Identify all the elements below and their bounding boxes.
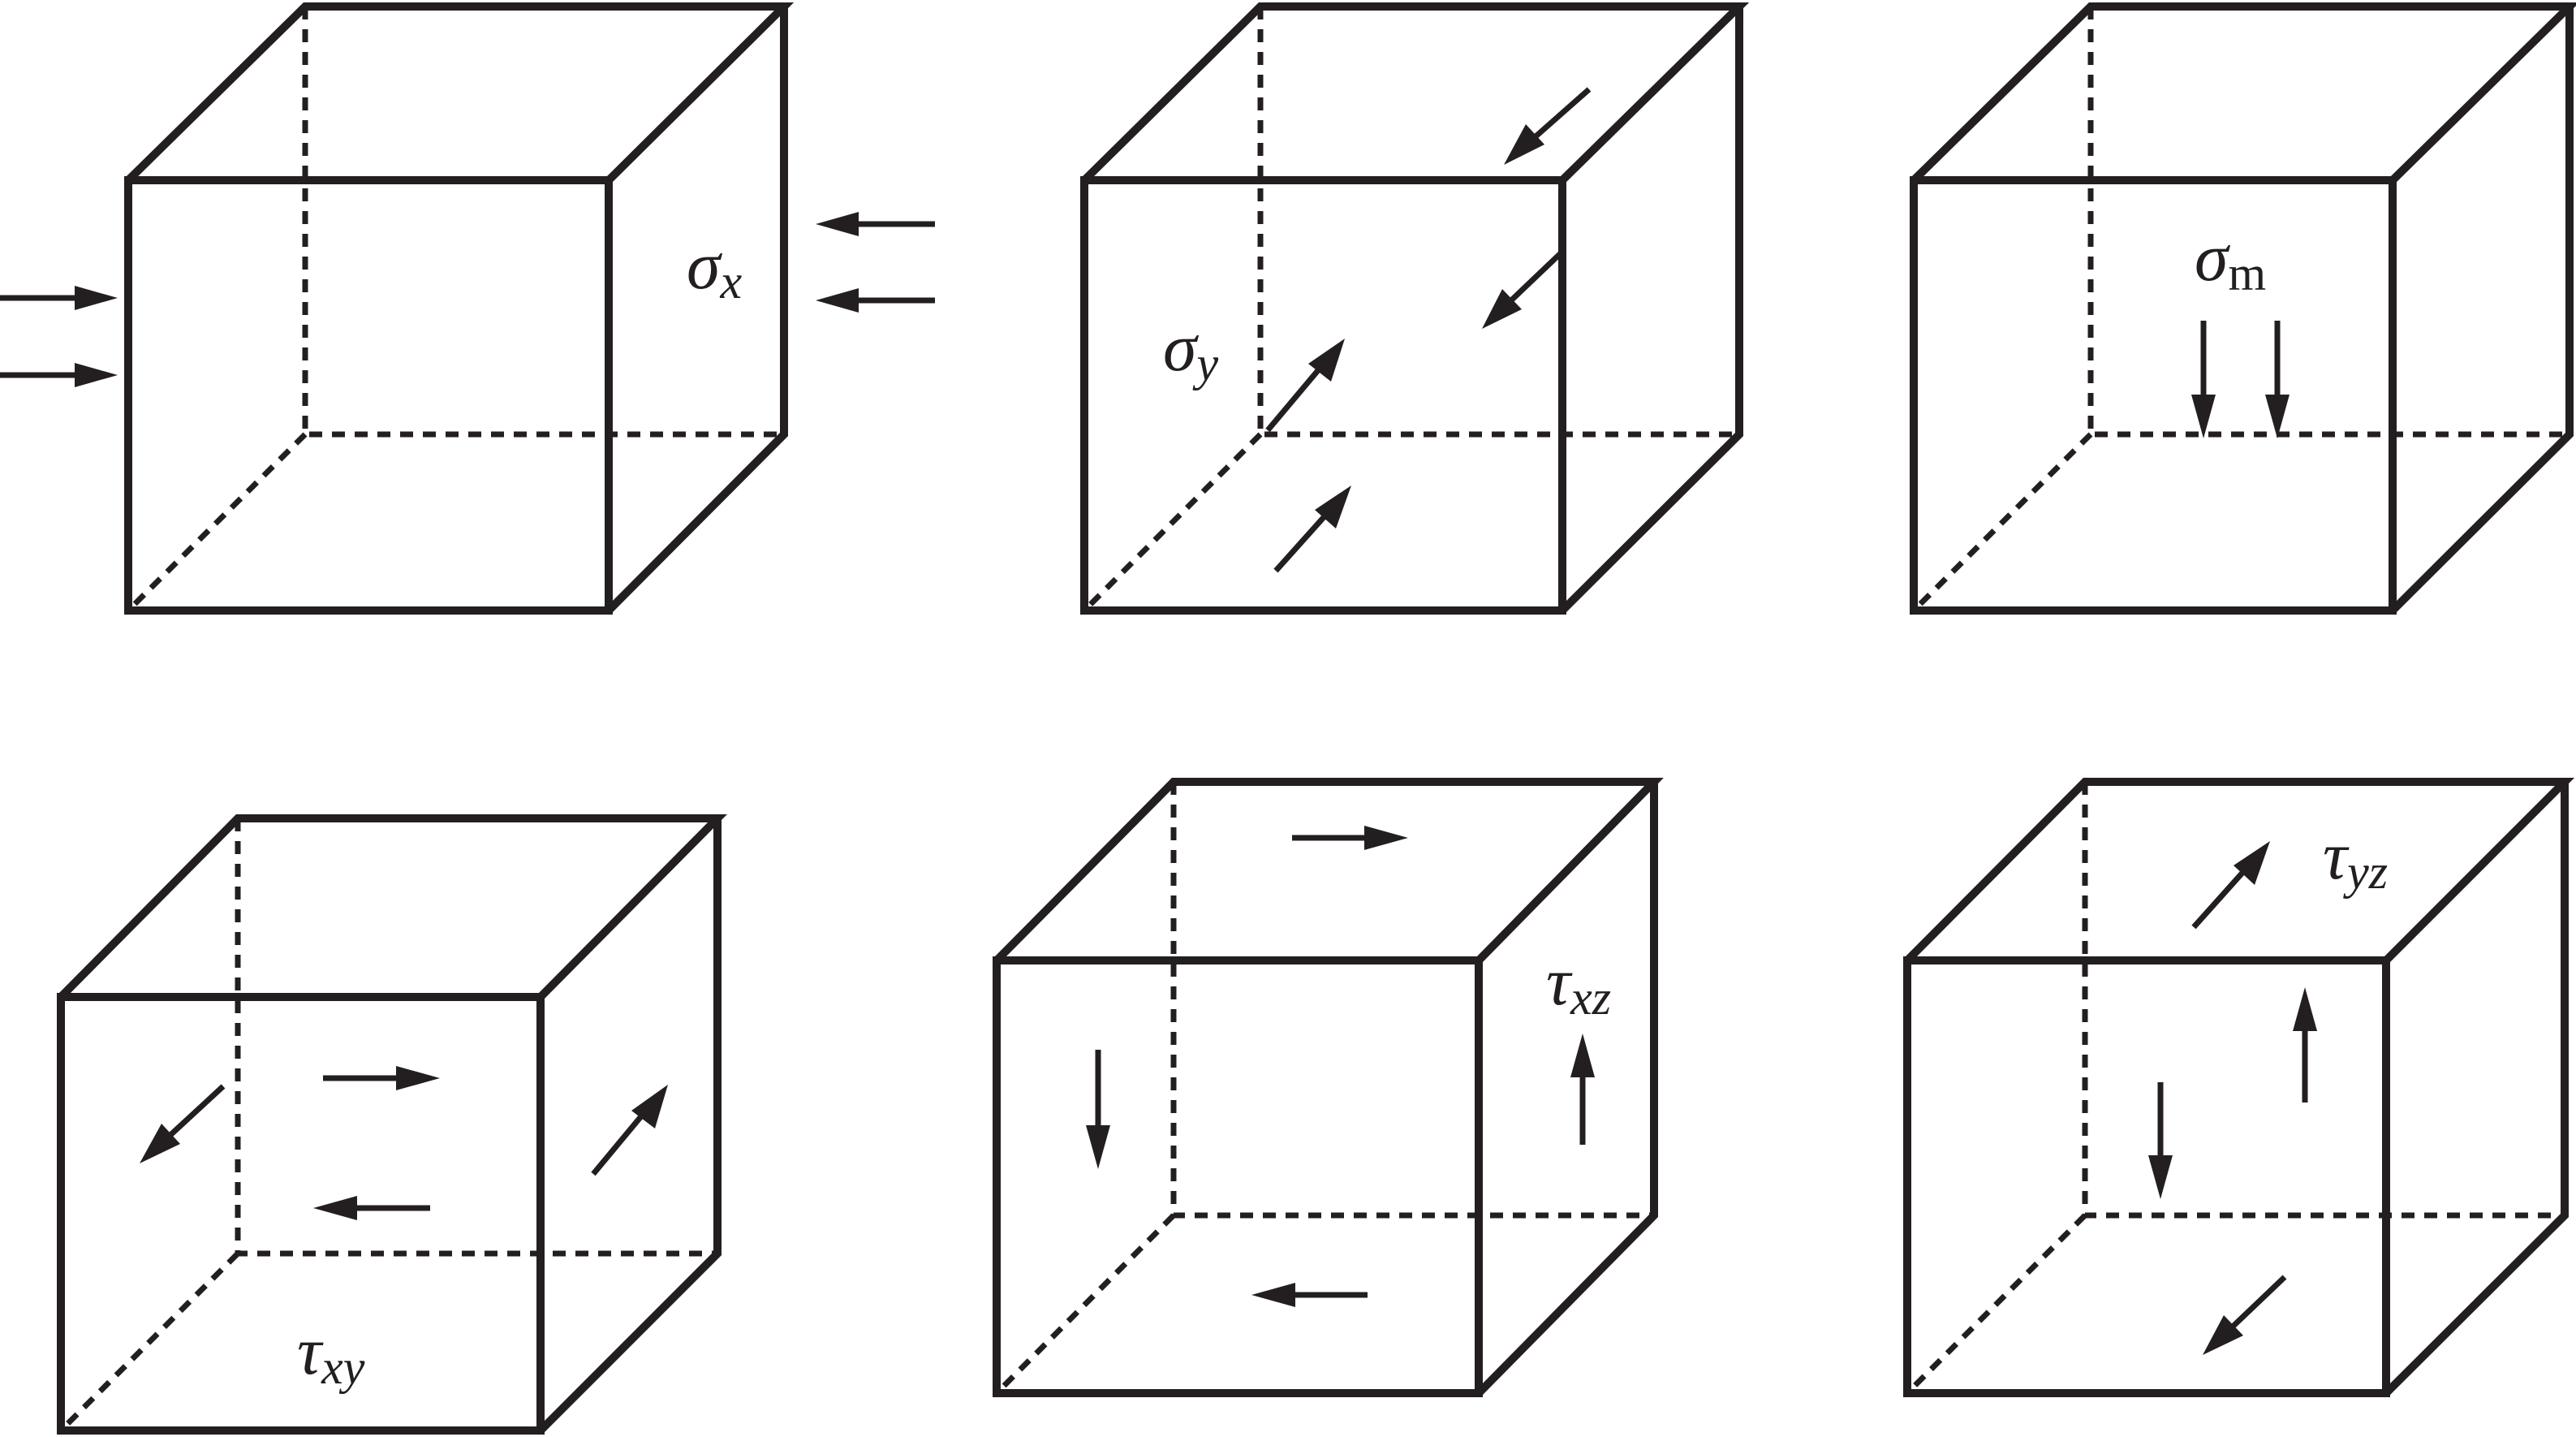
hidden-edges <box>1911 6 2570 613</box>
arrow-diagonal-down-left <box>2203 1275 2287 1355</box>
hidden-edges <box>58 818 717 1433</box>
cube-tau-xy: τxy <box>57 814 727 1435</box>
cube-tau-xz: τxz <box>993 778 1664 1397</box>
arrow-diagonal-up-right <box>1265 339 1345 433</box>
cube-sigma-x: σx <box>0 2 935 615</box>
arrow-left <box>313 1196 430 1220</box>
label-sigma-y: σy <box>1163 310 1218 391</box>
label-tau-xz: τxz <box>1546 944 1611 1025</box>
cube-tau-yz: τyz <box>1903 778 2575 1397</box>
arrow-diagonal-down-left <box>140 1084 226 1163</box>
hidden-edges <box>994 782 1654 1396</box>
arrow-diagonal-down-left <box>1482 249 1565 329</box>
visible-edges <box>993 778 1664 1397</box>
hidden-edges <box>126 6 784 613</box>
arrow-right <box>0 363 118 387</box>
visible-edges <box>1910 2 2576 615</box>
arrow-diagonal-up-right <box>1273 485 1351 573</box>
label-tau-yz: τyz <box>2323 818 2388 899</box>
arrow-left <box>816 288 935 313</box>
arrow-diagonal-down-left <box>1504 87 1592 165</box>
visible-edges <box>124 2 795 615</box>
arrow-right <box>0 286 118 310</box>
arrow-up <box>2293 987 2317 1103</box>
visible-edges <box>1080 2 1750 615</box>
arrow-diagonal-up-right <box>2191 841 2270 930</box>
arrow-right <box>323 1066 440 1090</box>
cube-sigma-m: σm <box>1910 2 2576 615</box>
visible-edges <box>57 814 727 1435</box>
label-sigma-x: σx <box>687 228 742 309</box>
arrow-diagonal-up-right <box>591 1085 668 1176</box>
arrow-left <box>816 212 935 236</box>
label-sigma-m: σm <box>2195 220 2266 300</box>
arrow-down <box>2191 321 2216 438</box>
arrow-right <box>1292 826 1408 850</box>
arrow-down <box>1086 1050 1110 1169</box>
cube-sigma-y: σy <box>1080 2 1750 615</box>
arrow-left <box>1251 1283 1368 1307</box>
arrow-down <box>2148 1082 2173 1199</box>
arrow-up <box>1570 1034 1595 1145</box>
hidden-edges <box>1082 6 1739 613</box>
visible-edges <box>1903 778 2575 1397</box>
label-tau-xy: τxy <box>297 1314 365 1394</box>
arrow-down <box>2265 321 2290 438</box>
hidden-edges <box>1905 782 2565 1396</box>
